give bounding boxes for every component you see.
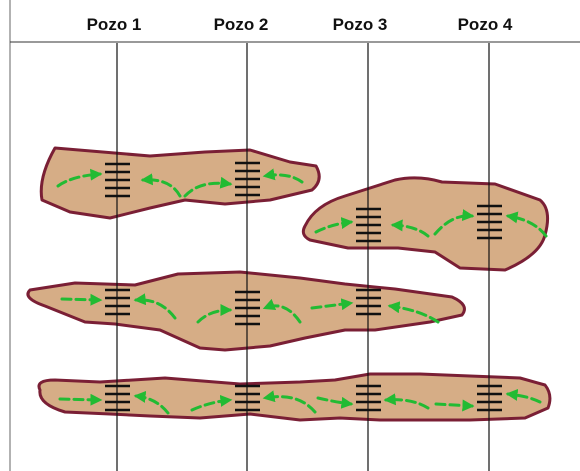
- well-label-2: Pozo 2: [214, 15, 269, 34]
- well-label-4: Pozo 4: [458, 15, 513, 34]
- well-label-3: Pozo 3: [333, 15, 388, 34]
- flow-arrow-icon: [60, 399, 100, 400]
- reservoir-body-2: [303, 178, 547, 270]
- well-label-1: Pozo 1: [87, 15, 142, 34]
- flow-arrow-icon: [62, 299, 100, 300]
- flow-arrow-icon: [436, 404, 472, 406]
- reservoir-body-4: [39, 374, 550, 420]
- reservoir-body-1: [41, 148, 319, 218]
- reservoir-body-3: [28, 272, 465, 350]
